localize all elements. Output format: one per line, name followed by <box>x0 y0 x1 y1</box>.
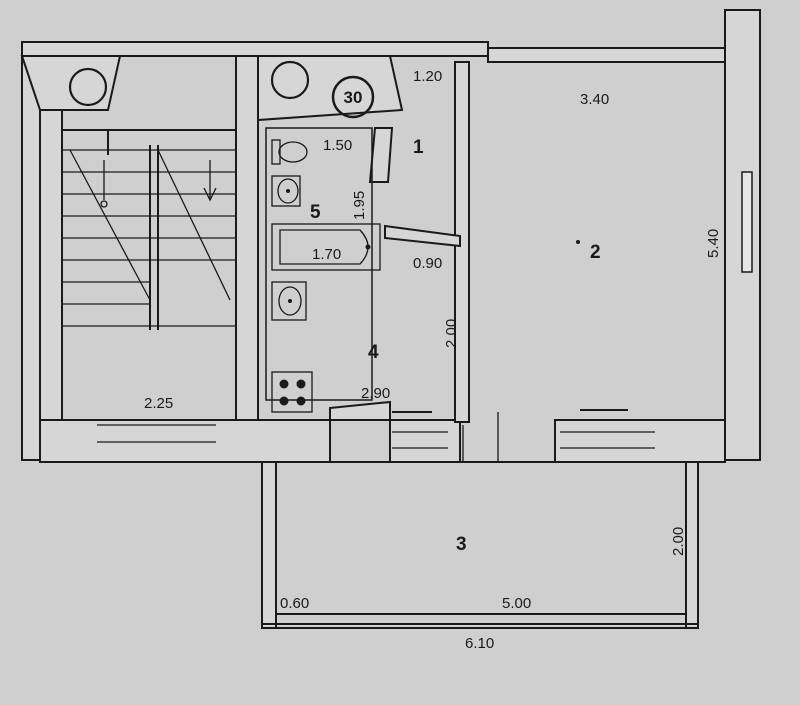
window-room2 <box>741 171 753 273</box>
dim-balcony-total: 6.10 <box>465 635 494 652</box>
left-wall <box>21 55 41 461</box>
toilet-icon <box>271 139 308 165</box>
dim-balcony-inner: 5.00 <box>502 595 531 612</box>
bathtub-icon <box>271 223 381 271</box>
dim-kitchen-width: 2.90 <box>361 385 390 402</box>
balcony-left-wall <box>261 461 277 629</box>
dim-balcony-depth: 2.00 <box>670 527 687 556</box>
staircase <box>62 129 236 330</box>
dim-balcony-side: 0.60 <box>280 595 309 612</box>
bottom-wall-left <box>39 419 331 463</box>
room-number-2: 2 <box>590 242 601 263</box>
dim-bath-length: 1.95 <box>351 191 368 220</box>
room2-marker-dot <box>576 240 580 244</box>
stairwell-left-wall <box>39 109 63 421</box>
bathroom-fixtures <box>265 127 381 413</box>
kitchen-door-jamb <box>329 400 391 421</box>
building-number-badge <box>331 75 375 119</box>
stove-icon <box>271 371 313 413</box>
dim-room2-length: 5.40 <box>705 229 722 258</box>
vent-shaft-icon <box>270 60 310 100</box>
bottom-wall-mid <box>389 419 461 463</box>
stairwell-wall <box>235 55 259 421</box>
balcony <box>261 461 699 629</box>
room-number-4: 4 <box>368 342 379 363</box>
room-number-1: 1 <box>413 137 424 158</box>
vent-shaft-icon <box>68 67 108 107</box>
door-openings <box>97 409 655 462</box>
bath-partition <box>368 127 394 183</box>
kitchen-sink-icon <box>271 281 307 321</box>
dim-kitchen-length: 2.00 <box>443 319 460 348</box>
bottom-wall-right <box>554 419 726 463</box>
room-number-3: 3 <box>456 534 467 555</box>
badge-number: 30 <box>344 88 363 107</box>
room-number-5: 5 <box>310 202 321 223</box>
washbasin-icon <box>271 175 301 207</box>
dimension-labels: 1.20 3.40 5.40 1.50 1.95 1.70 0.90 2.00 … <box>144 68 722 652</box>
balcony-right-wall <box>685 461 699 629</box>
stair-arrow-icon <box>203 187 217 202</box>
bathroom-kitchen-outline <box>265 127 373 401</box>
dim-corridor-width: 1.20 <box>413 68 442 85</box>
room-numbers: 1 2 3 4 5 <box>310 137 601 555</box>
hall-partition <box>384 224 461 248</box>
dim-bathtub-length: 1.70 <box>312 246 341 263</box>
dim-bath-width: 1.50 <box>323 137 352 154</box>
dim-room2-width: 3.40 <box>580 91 609 108</box>
dim-hall-recess: 0.90 <box>413 255 442 272</box>
top-wall-left <box>21 41 489 57</box>
top-wall-right <box>487 47 726 63</box>
dim-stair-width: 2.25 <box>144 395 173 412</box>
